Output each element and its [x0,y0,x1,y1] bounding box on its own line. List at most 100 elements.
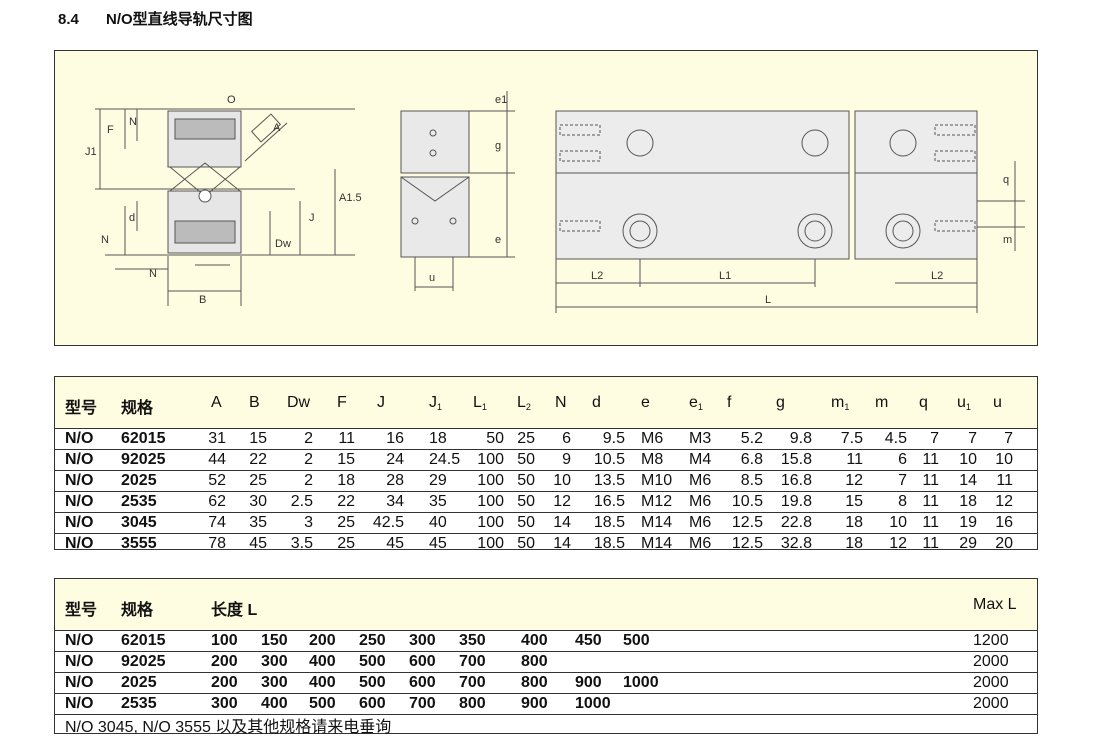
label-e1: e1 [495,94,507,106]
dim-header-9: L2 [517,394,531,412]
length-cell-max: 2000 [973,695,1009,712]
dim-cell: 18.5 [593,514,625,531]
length-cell-value: 1000 [575,695,611,712]
length-cell-value: 800 [521,653,548,670]
dim-header-14: f [727,394,732,411]
length-cell-value: 400 [309,674,336,691]
dim-cell: 11 [846,451,863,468]
dim-cell: 10 [889,514,907,531]
dim-header-6: J [377,394,385,411]
dim-cell: M8 [641,451,664,468]
length-cell-value: 300 [261,674,288,691]
dim-cell: 45 [429,535,447,552]
dim-cell: 3045 [121,514,157,531]
dim-header-4: Dw [287,394,311,411]
dim-cell: 50 [517,472,535,489]
length-cell-value: 600 [409,674,436,691]
end-v-groove [400,176,470,202]
length-cell-value: 500 [359,653,386,670]
dim-cell: 7 [968,430,977,447]
dim-cell: 12 [845,472,863,489]
length-cell-max: 1200 [973,632,1009,649]
dim-header-18: q [919,394,928,411]
label-B: B [199,294,206,306]
dim-cell: 34 [386,493,404,510]
dim-cell: 50 [517,535,535,552]
dim-cell: 16.5 [593,493,625,510]
dim-cell: 18 [429,430,447,447]
dim-cell: 2 [304,430,313,447]
dim-cell: 50 [517,514,535,531]
dim-cell: 2535 [121,493,157,510]
dim-cell: 31 [208,430,226,447]
length-cell-value: 250 [359,632,386,649]
dim-cell: 2 [304,451,313,468]
length-cell-spec: 62015 [121,632,166,649]
length-cell-value: 700 [459,674,486,691]
dim-header-11: d [592,394,601,411]
dim-cell: 44 [208,451,226,468]
length-cell-value: 500 [309,695,336,712]
dim-cell: M4 [689,451,712,468]
dim-cell: 19 [959,514,977,531]
dim-cell: N/O [65,493,94,510]
dim-cell: 12 [553,493,571,510]
dim-cell: N/O [65,535,94,552]
length-header-max: Max L [973,596,1017,613]
dim-cell: 24 [386,451,404,468]
dim-cell: 25 [337,535,355,552]
dim-cell: 62 [208,493,226,510]
dim-cell: 7.5 [840,430,863,447]
length-cell-value: 350 [459,632,486,649]
dim-cell: 20 [995,535,1013,552]
screw-hole-2 [801,129,829,157]
dim-cell: 16 [386,430,404,447]
dim-header-10: N [555,394,567,411]
dim-cell: 100 [477,535,504,552]
dim-cell: 22 [337,493,355,510]
dim-cell: 11 [338,430,355,447]
label-N-bottom: N [149,268,157,280]
dim-header-5: F [337,394,347,411]
dim-cell: 52 [208,472,226,489]
dim-cell: 12 [995,493,1013,510]
dim-header-15: g [776,394,785,411]
length-cell-value: 100 [211,632,238,649]
length-cell-value: 500 [623,632,650,649]
dim-cell: M6 [641,430,664,447]
length-cell-value: 400 [521,632,548,649]
dim-cell: 42.5 [372,514,404,531]
length-cell-value: 200 [309,632,336,649]
roller [198,189,212,203]
dim-cell: M6 [689,514,712,531]
dim-cell: 4.5 [884,430,907,447]
length-cell-value: 800 [459,695,486,712]
length-table-header: 型号 规格 长度 L Max L [55,579,1037,631]
dim-cell: 2025 [121,472,157,489]
dim-cell: 11 [996,472,1013,489]
length-cell-value: 900 [521,695,548,712]
dim-cell: 9.5 [602,430,625,447]
dim-cell: 35 [429,493,447,510]
length-header-length: 长度 L [211,602,258,619]
roller-axis-line [244,122,288,162]
dim-cell: N/O [65,430,94,447]
dim-cell: 18 [959,493,977,510]
label-N-side: N [101,234,109,246]
length-header-type: 型号 [65,602,98,619]
length-cell-spec: 92025 [121,653,166,670]
label-F: F [107,124,114,136]
dim-cell: 50 [486,430,504,447]
dim-cell: M6 [689,535,712,552]
label-J1: J1 [85,146,97,158]
length-cell-spec: 2535 [121,695,157,712]
dim-cell: 3 [304,514,313,531]
dim-cell: 29 [959,535,977,552]
section-number: 8.4 [58,11,79,28]
length-cell-value: 600 [409,653,436,670]
